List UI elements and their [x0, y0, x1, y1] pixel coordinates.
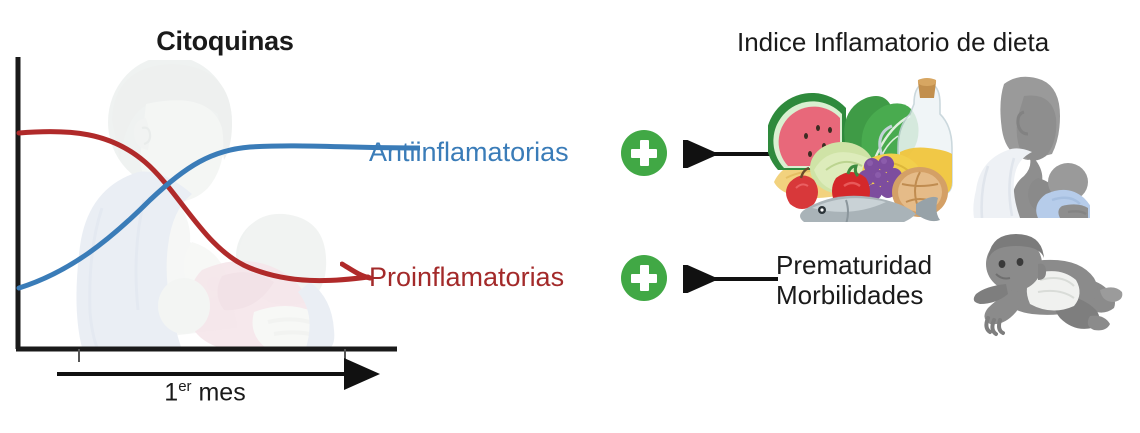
antiinflammatory-curve	[16, 143, 420, 291]
proinflammatory-curve	[16, 129, 371, 284]
diet-index-title: Indice Inflamatorio de dieta	[737, 27, 1050, 57]
outcome-line-morbidities: Morbilidades	[776, 280, 924, 311]
x-axis-label: 1er mes	[55, 378, 355, 407]
outcome-line-prematurity: Prematuridad	[776, 250, 933, 280]
chart-axes-and-curves	[15, 57, 420, 390]
cytokine-chart: Citoquinas 1er mes	[0, 0, 420, 433]
x-axis-label-number: 1	[164, 378, 179, 407]
arrow-diet-to-antiinflammatory	[683, 140, 778, 168]
breastfeeding-dyad-gray-illustration	[973, 76, 1090, 218]
series-label-proinflammatory: Proinflamatorias	[369, 262, 565, 292]
series-label-antiinflammatory: Antiinflamatorias	[369, 137, 569, 167]
proinflammatory-leader-line	[340, 261, 373, 281]
x-axis-label-unit: mes	[191, 378, 246, 407]
outcomes-text: Prematuridad Morbilidades	[776, 250, 932, 311]
plus-badge-antiinflammatory	[621, 130, 667, 176]
arrow-outcomes-to-proinflammatory	[683, 265, 778, 293]
healthy-food-illustration	[768, 78, 953, 222]
plus-badge-proinflammatory	[621, 255, 667, 301]
x-axis-label-ordinal-suffix: er	[178, 378, 192, 395]
page-title: Citoquinas	[156, 26, 294, 56]
infant-illustration	[973, 234, 1123, 336]
